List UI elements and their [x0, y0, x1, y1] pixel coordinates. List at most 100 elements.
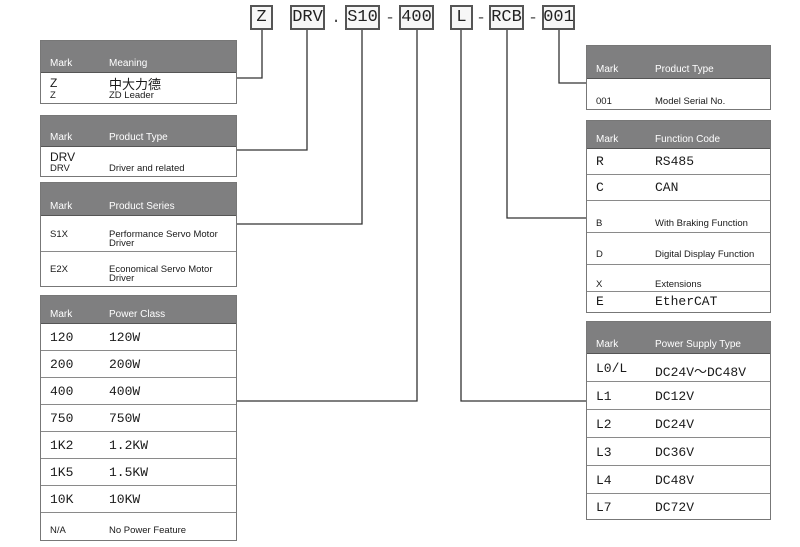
- table-row: L0/L DC24V～DC48V: [587, 354, 770, 382]
- connector-400: [237, 30, 418, 402]
- row-meaning: Driver and related: [109, 163, 185, 174]
- row-meaning: EtherCAT: [655, 294, 718, 309]
- row-meaning-cont: Driver: [109, 273, 135, 284]
- header-mark: Mark: [50, 132, 73, 143]
- table-row: L2 DC24V: [587, 410, 770, 438]
- code-z: Z: [250, 5, 273, 30]
- row-mark: 10K: [50, 492, 74, 507]
- row-meaning: Digital Display Function: [655, 249, 755, 260]
- row-mark: L4: [596, 473, 612, 488]
- function-code-table: Mark Function Code R RS485 C CAN B With …: [586, 120, 771, 313]
- table-row: 001 Model Serial No.: [587, 79, 770, 109]
- table-row: L4 DC48V: [587, 466, 770, 494]
- row-mark: E: [596, 294, 604, 309]
- table-row: N/A No Power Feature: [41, 513, 236, 540]
- row-meaning: 750W: [109, 411, 141, 426]
- table-row: B With Braking Function: [587, 201, 770, 233]
- row-mark: D: [596, 249, 603, 260]
- header-meaning: Meaning: [109, 58, 148, 69]
- row-mark: S1X: [50, 229, 68, 240]
- header-mark: Mark: [596, 339, 619, 350]
- table-row: C CAN: [587, 175, 770, 201]
- table-row: 120 120W: [41, 324, 236, 351]
- table-row: R RS485: [587, 149, 770, 175]
- table-row: 10K 10KW: [41, 486, 236, 513]
- row-mark: L1: [596, 389, 612, 404]
- row-meaning: 1.2KW: [109, 438, 149, 453]
- row-meaning: 1.5KW: [109, 465, 149, 480]
- row-mark: 750: [50, 411, 74, 426]
- row-meaning: Model Serial No.: [655, 96, 726, 107]
- row-meaning: 10KW: [109, 492, 141, 507]
- table-header: Mark Product Type: [41, 116, 236, 147]
- table-header: Mark Function Code: [587, 121, 770, 149]
- code-dash-2: -: [476, 8, 486, 27]
- table-row: 200 200W: [41, 351, 236, 378]
- row-mark: X: [596, 279, 603, 290]
- table-row: Z 中大力德 Z ZD Leader: [41, 73, 236, 103]
- row-meaning: CAN: [655, 180, 679, 195]
- connector-rcb: [506, 30, 586, 219]
- power-supply-table: Mark Power Supply Type L0/L DC24V～DC48V …: [586, 321, 771, 520]
- header-product-series: Product Series: [109, 201, 175, 212]
- row-mark: N/A: [50, 525, 66, 536]
- table-header: Mark Power Supply Type: [587, 322, 770, 354]
- table-row: L3 DC36V: [587, 438, 770, 466]
- table-row: E2X Economical Servo Motor Driver: [41, 252, 236, 286]
- power-class-table: Mark Power Class 120 120W 200 200W 400 4…: [40, 295, 237, 541]
- row-mark: C: [596, 180, 604, 195]
- product-type-table: Mark Product Type DRV DRV Driver and rel…: [40, 115, 237, 177]
- product-series-table: Mark Product Series S1X Performance Serv…: [40, 182, 237, 287]
- row-meaning: Performance Servo Motor: [109, 229, 218, 240]
- header-power-supply-type: Power Supply Type: [655, 339, 741, 350]
- table-header: Mark Product Series: [41, 183, 236, 216]
- row-mark: 1K2: [50, 438, 74, 453]
- row-mark: L7: [596, 500, 612, 515]
- meaning-table: Mark Meaning Z 中大力德 Z ZD Leader: [40, 40, 237, 104]
- row-mark: L0/L: [596, 361, 628, 376]
- code-400: 400: [399, 5, 434, 30]
- connector-drv: [237, 30, 308, 151]
- header-product-type: Product Type: [109, 132, 168, 143]
- table-header: Mark Meaning: [41, 41, 236, 73]
- code-dot: .: [331, 8, 341, 27]
- row-meaning: Extensions: [655, 279, 702, 290]
- serial-table: Mark Product Type 001 Model Serial No.: [586, 45, 771, 110]
- table-row: DRV DRV Driver and related: [41, 147, 236, 177]
- header-power-class: Power Class: [109, 309, 166, 320]
- row-meaning: DC48V: [655, 473, 695, 488]
- table-row: D Digital Display Function: [587, 233, 770, 265]
- row-meaning: 120W: [109, 330, 141, 345]
- row-mark: B: [596, 218, 603, 229]
- row-meaning: 中大力德: [109, 77, 162, 92]
- header-mark: Mark: [50, 58, 73, 69]
- table-row: 1K2 1.2KW: [41, 432, 236, 459]
- header-mark: Mark: [50, 309, 73, 320]
- row-mark: 001: [596, 96, 612, 107]
- code-001: 001: [542, 5, 575, 30]
- row-mark: Z: [50, 90, 56, 101]
- row-mark: DRV: [50, 150, 76, 164]
- header-function-code: Function Code: [655, 134, 721, 145]
- table-header: Mark Product Type: [587, 46, 770, 79]
- header-mark: Mark: [596, 134, 619, 145]
- row-mark: Z: [50, 76, 58, 90]
- code-l: L: [450, 5, 473, 30]
- connector-l: [460, 30, 586, 402]
- header-mark: Mark: [596, 64, 619, 75]
- table-row: L1 DC12V: [587, 382, 770, 410]
- row-meaning: 200W: [109, 357, 141, 372]
- header-product-type: Product Type: [655, 64, 714, 75]
- row-meaning: DC24V: [655, 417, 695, 432]
- row-meaning: DC24V～DC48V: [655, 365, 747, 380]
- connector-001: [558, 30, 586, 84]
- row-meaning: Economical Servo Motor: [109, 264, 213, 275]
- code-dash-3: -: [528, 8, 538, 27]
- table-row: X Extensions: [587, 265, 770, 292]
- row-meaning: RS485: [655, 154, 695, 169]
- row-meaning: DC36V: [655, 445, 695, 460]
- table-row: E EtherCAT: [587, 292, 770, 312]
- row-mark: 400: [50, 384, 74, 399]
- code-dash-1: -: [385, 8, 395, 27]
- row-mark: L2: [596, 417, 612, 432]
